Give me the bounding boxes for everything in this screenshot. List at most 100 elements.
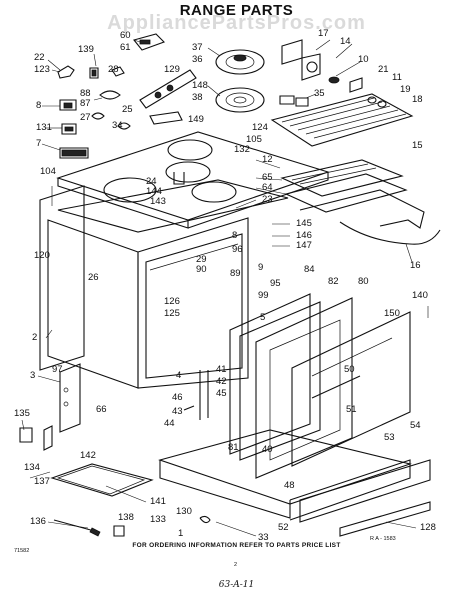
small-parts-top-right — [279, 39, 387, 108]
callout-99: 99 — [258, 290, 269, 301]
callout-37: 37 — [192, 42, 203, 53]
callout-52: 52 — [278, 522, 289, 533]
callout-143: 143 — [150, 196, 166, 207]
callout-17: 17 — [318, 28, 329, 39]
callout-105: 105 — [246, 134, 262, 145]
callout-29: 29 — [196, 254, 207, 265]
callout-18: 18 — [412, 94, 423, 105]
callout-96: 96 — [232, 244, 243, 255]
callout-146: 146 — [296, 230, 312, 241]
callout-38: 38 — [192, 92, 203, 103]
callout-28: 28 — [108, 64, 119, 75]
callout-125: 125 — [164, 308, 180, 319]
callout-43: 43 — [172, 406, 183, 417]
callout-88: 88 — [80, 88, 91, 99]
callout-95: 95 — [270, 278, 281, 289]
callout-130: 130 — [176, 506, 192, 517]
callout-labels: 22 123 139 60 61 28 8 88 87 27 131 34 7 … — [14, 28, 436, 543]
callout-140: 140 — [412, 290, 428, 301]
callout-34: 34 — [112, 120, 123, 131]
callout-40: 40 — [262, 444, 273, 455]
callout-42: 42 — [216, 376, 227, 387]
right-code: R A - 1583 — [370, 536, 396, 542]
callout-2: 2 — [32, 332, 37, 343]
callout-65: 65 — [262, 172, 273, 183]
callout-36: 36 — [192, 54, 203, 65]
callout-27: 27 — [80, 112, 91, 123]
callout-148: 148 — [192, 80, 208, 91]
callout-138: 138 — [118, 512, 134, 523]
left-code: 71582 — [14, 548, 30, 554]
callout-135: 135 — [14, 408, 30, 419]
callout-141: 141 — [150, 496, 166, 507]
callout-81: 81 — [228, 442, 239, 453]
callout-133: 133 — [150, 514, 166, 525]
callout-145: 145 — [296, 218, 312, 229]
callout-131: 131 — [36, 122, 52, 133]
control-panel-strip — [139, 69, 197, 109]
callout-126: 126 — [164, 296, 180, 307]
page-number: 2 — [234, 562, 238, 568]
oven-racks — [280, 159, 441, 245]
page-title: RANGE PARTS — [179, 2, 294, 19]
callout-54: 54 — [410, 420, 421, 431]
callout-7: 7 — [36, 138, 41, 149]
callout-25: 25 — [122, 104, 133, 115]
callout-80: 80 — [358, 276, 369, 287]
callout-44: 44 — [164, 418, 175, 429]
ordering-note: FOR ORDERING INFORMATION REFER TO PARTS … — [132, 542, 341, 549]
callout-21: 21 — [378, 64, 389, 75]
callout-149: 149 — [188, 114, 204, 125]
callout-53: 53 — [384, 432, 395, 443]
callout-26: 26 — [88, 272, 99, 283]
surface-burners — [215, 49, 265, 113]
cooktop — [56, 131, 330, 229]
callout-90: 90 — [196, 264, 207, 275]
callout-50: 50 — [344, 364, 355, 375]
broil-element — [270, 93, 414, 147]
callout-16: 16 — [410, 260, 421, 271]
callout-5: 5 — [260, 312, 265, 323]
callout-87: 87 — [80, 98, 91, 109]
callout-10: 10 — [358, 54, 369, 65]
callout-139: 139 — [78, 44, 94, 55]
callout-120: 120 — [34, 250, 50, 261]
callout-147: 147 — [296, 240, 312, 251]
callout-48: 48 — [284, 480, 295, 491]
callout-11: 11 — [392, 72, 402, 83]
callout-137: 137 — [34, 476, 50, 487]
callout-15: 15 — [412, 140, 423, 151]
callout-129: 129 — [164, 64, 180, 75]
callout-84: 84 — [304, 264, 315, 275]
callout-97: 97 — [52, 364, 63, 375]
callout-150: 150 — [384, 308, 400, 319]
storage-drawer — [50, 429, 431, 537]
callout-124: 124 — [252, 122, 268, 133]
callout-1: 1 — [178, 528, 183, 539]
callout-8b: 8 — [232, 230, 237, 241]
callout-33: 33 — [258, 532, 269, 543]
range-cabinet — [39, 179, 289, 389]
callout-128: 128 — [420, 522, 436, 533]
handwritten-note: 63-A-11 — [218, 580, 255, 590]
callout-136: 136 — [30, 516, 46, 527]
leader-lines — [21, 39, 429, 537]
callout-9: 9 — [258, 262, 263, 273]
callout-51: 51 — [346, 404, 357, 415]
callout-123: 123 — [34, 64, 50, 75]
callout-134: 134 — [24, 462, 40, 473]
callout-24: 24 — [146, 176, 157, 187]
callout-22: 22 — [34, 52, 45, 63]
callout-41: 41 — [216, 364, 227, 375]
callout-144: 144 — [146, 186, 162, 197]
callout-60: 60 — [120, 30, 131, 41]
callout-46: 46 — [172, 392, 183, 403]
callout-64: 64 — [262, 182, 273, 193]
callout-61: 61 — [120, 42, 131, 53]
callout-104: 104 — [40, 166, 56, 177]
watermark: AppliancePartsPros.com — [107, 12, 366, 34]
callout-142: 142 — [80, 450, 96, 461]
callout-23: 23 — [262, 194, 273, 205]
